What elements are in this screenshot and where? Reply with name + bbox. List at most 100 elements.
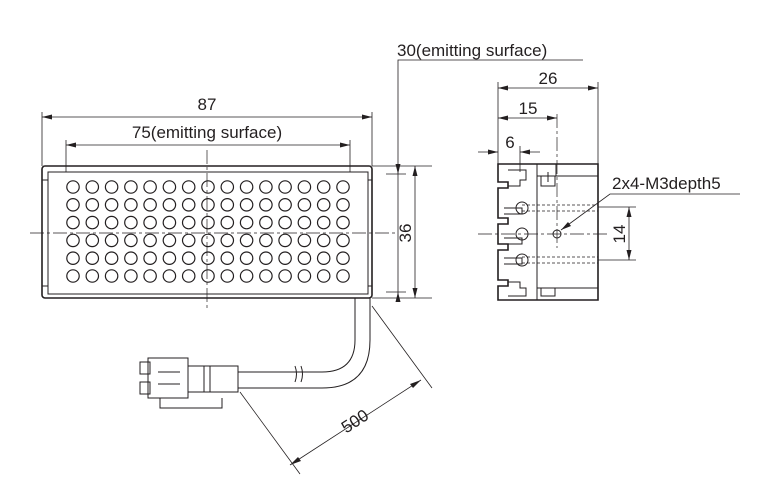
led-dot bbox=[66, 269, 80, 283]
led-dot bbox=[278, 215, 292, 230]
led-dot bbox=[316, 251, 331, 266]
led-dot bbox=[220, 251, 235, 266]
led-dot bbox=[239, 180, 254, 194]
led-dot bbox=[143, 251, 157, 266]
dim-500-line bbox=[289, 379, 422, 466]
led-dot bbox=[336, 180, 350, 194]
led-dot bbox=[124, 198, 138, 212]
led-dot bbox=[336, 215, 350, 230]
led-dot bbox=[239, 269, 254, 283]
side-profile-outline bbox=[497, 163, 599, 301]
led-dot bbox=[104, 251, 119, 266]
led-dot bbox=[181, 251, 196, 266]
led-dot bbox=[181, 269, 196, 283]
led-dot bbox=[297, 198, 312, 212]
led-dot bbox=[124, 233, 138, 248]
led-dot bbox=[143, 233, 157, 248]
led-dot bbox=[316, 215, 331, 230]
led-grid bbox=[66, 180, 350, 283]
cable bbox=[238, 298, 371, 389]
led-dot bbox=[104, 215, 119, 230]
led-dot bbox=[201, 215, 215, 230]
dim-30-label: 30(emitting surface) bbox=[397, 41, 547, 60]
led-dot bbox=[85, 215, 100, 230]
dim-87-label: 87 bbox=[198, 95, 217, 114]
led-dot bbox=[336, 251, 350, 266]
dim-500-label: 500 bbox=[338, 406, 372, 437]
led-dot bbox=[239, 251, 254, 266]
led-dot bbox=[124, 269, 138, 283]
led-dot bbox=[124, 215, 138, 230]
led-dot bbox=[297, 180, 312, 194]
led-dot bbox=[336, 269, 350, 283]
led-dot bbox=[278, 233, 292, 248]
led-dot bbox=[104, 233, 119, 248]
hole-spec-leader bbox=[560, 193, 740, 231]
led-dot bbox=[162, 251, 177, 266]
led-dot bbox=[297, 269, 312, 283]
led-dot bbox=[297, 215, 312, 230]
led-dot bbox=[201, 269, 215, 283]
led-dot bbox=[220, 233, 235, 248]
led-dot bbox=[259, 251, 273, 266]
led-dot bbox=[66, 233, 80, 248]
led-dot bbox=[66, 198, 80, 212]
led-dot bbox=[259, 198, 273, 212]
led-dot bbox=[336, 233, 350, 248]
led-dot bbox=[220, 180, 235, 194]
led-dot bbox=[124, 180, 138, 194]
led-dot bbox=[201, 180, 215, 194]
dim-36-label: 36 bbox=[396, 224, 415, 243]
led-dot bbox=[181, 233, 196, 248]
led-dot bbox=[278, 251, 292, 266]
led-dot bbox=[104, 180, 119, 194]
led-dot bbox=[259, 215, 273, 230]
led-dot bbox=[259, 269, 273, 283]
led-dot bbox=[316, 198, 331, 212]
led-dot bbox=[66, 180, 80, 194]
led-dot bbox=[297, 251, 312, 266]
led-dot bbox=[143, 198, 157, 212]
led-dot bbox=[162, 233, 177, 248]
led-dot bbox=[239, 198, 254, 212]
led-dot bbox=[201, 233, 215, 248]
dim-6-label: 6 bbox=[505, 133, 514, 152]
dim-14-label: 14 bbox=[610, 225, 629, 244]
led-dot bbox=[297, 233, 312, 248]
dim-26-label: 26 bbox=[539, 69, 558, 88]
led-dot bbox=[85, 180, 100, 194]
led-dot bbox=[85, 233, 100, 248]
connector bbox=[139, 357, 239, 409]
led-dot bbox=[259, 180, 273, 194]
led-dot bbox=[85, 269, 100, 283]
led-dot bbox=[278, 198, 292, 212]
led-dot bbox=[143, 180, 157, 194]
led-dot bbox=[239, 233, 254, 248]
led-dot bbox=[201, 198, 215, 212]
front-view: 87 75(emitting surface) 36 30(emitting s… bbox=[30, 41, 583, 475]
led-dot bbox=[143, 269, 157, 283]
led-dot bbox=[220, 215, 235, 230]
led-dot bbox=[316, 233, 331, 248]
side-view: 26 15 6 14 2x4-M3depth5 bbox=[478, 69, 740, 301]
led-dot bbox=[220, 269, 235, 283]
led-dot bbox=[66, 215, 80, 230]
led-dot bbox=[278, 180, 292, 194]
hole-spec-label: 2x4-M3depth5 bbox=[612, 174, 721, 193]
led-dot bbox=[85, 198, 100, 212]
led-dot bbox=[162, 215, 177, 230]
led-dot bbox=[162, 198, 177, 212]
led-dot bbox=[104, 198, 119, 212]
led-dot bbox=[316, 269, 331, 283]
led-dot bbox=[259, 233, 273, 248]
led-dot bbox=[85, 251, 100, 266]
dim-75-label: 75(emitting surface) bbox=[132, 123, 282, 142]
led-dot bbox=[124, 251, 138, 266]
dim-15-label: 15 bbox=[519, 99, 538, 118]
led-dot bbox=[220, 198, 235, 212]
led-dot bbox=[278, 269, 292, 283]
led-dot bbox=[239, 215, 254, 230]
led-dot bbox=[181, 180, 196, 194]
led-dot bbox=[162, 180, 177, 194]
